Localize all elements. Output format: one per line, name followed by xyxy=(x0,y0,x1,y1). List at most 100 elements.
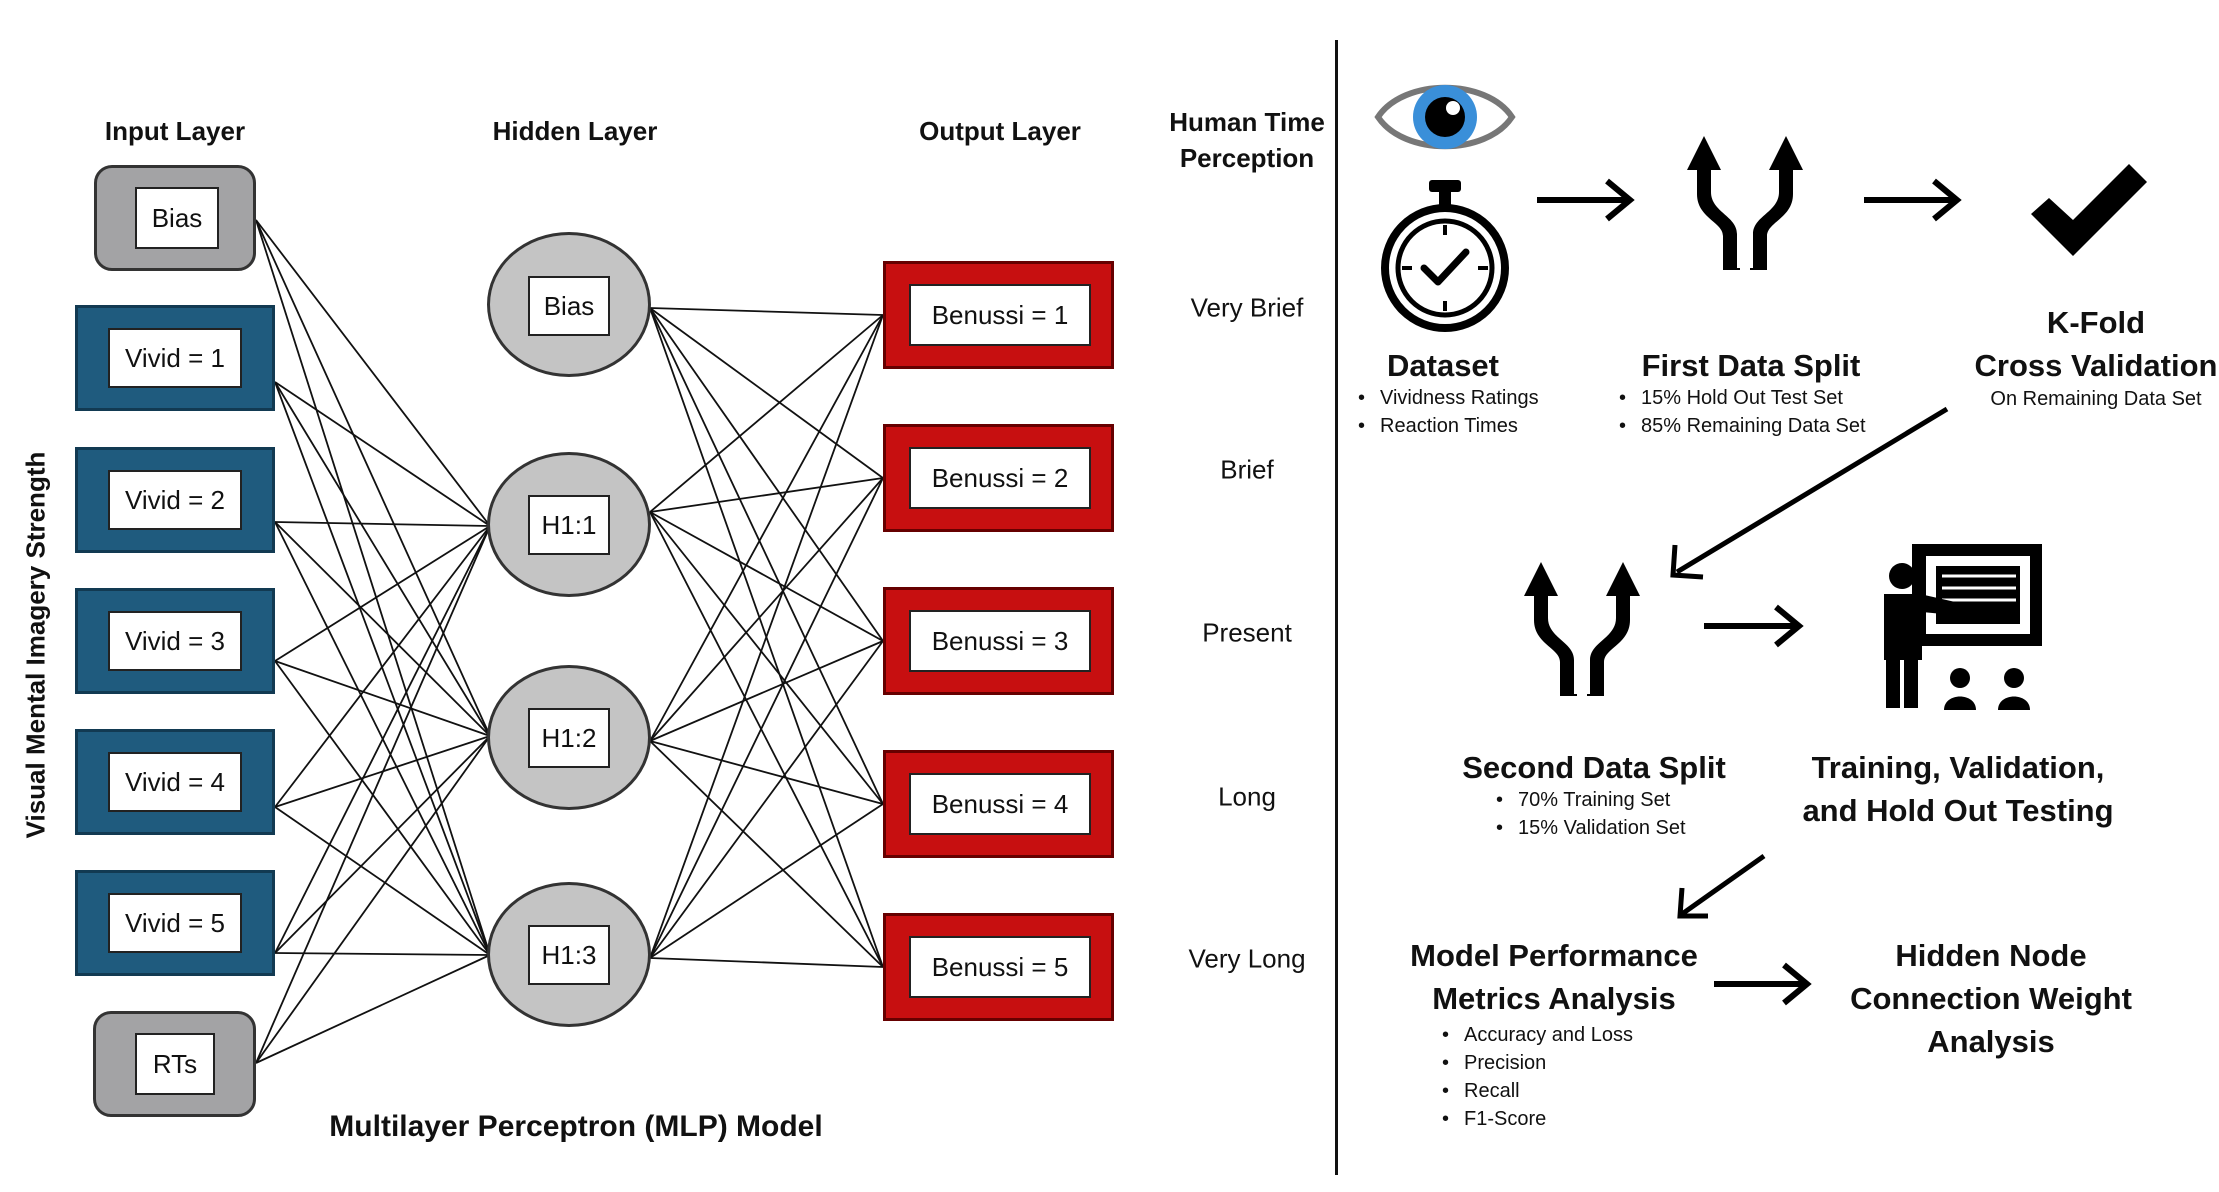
perception-header: Human Time Perception xyxy=(1169,107,1325,173)
connection-line xyxy=(274,525,491,808)
input-node-label: Vivid = 4 xyxy=(108,752,242,812)
input-node-vivid-4: Vivid = 4 xyxy=(75,729,275,835)
connection-line xyxy=(649,640,884,742)
perception-label-present: Present xyxy=(1202,617,1292,648)
input-node-bias: Bias xyxy=(94,165,256,271)
output-node-label: Benussi = 4 xyxy=(909,773,1091,835)
metrics-bullets: Accuracy and Loss Precision Recall F1-Sc… xyxy=(1440,1021,1633,1133)
hidden-analysis-line3: Analysis xyxy=(1927,1024,2055,1059)
connection-line xyxy=(274,525,491,662)
second-split-bullets: 70% Training Set 15% Validation Set xyxy=(1494,786,1686,842)
perception-label-long: Long xyxy=(1218,781,1276,812)
input-node-vivid-2: Vivid = 2 xyxy=(75,447,275,553)
connection-line xyxy=(274,521,491,527)
first-split-title: First Data Split xyxy=(1641,348,1861,383)
eye-icon xyxy=(1374,84,1516,150)
training-title-line2: and Hold Out Testing xyxy=(1802,793,2114,828)
training-title-line1: Training, Validation, xyxy=(1811,750,2105,785)
section-divider xyxy=(1335,40,1338,1175)
first-split-bullets: 15% Hold Out Test Set 85% Remaining Data… xyxy=(1617,384,1866,440)
dataset-bullets: Vividness Ratings Reaction Times xyxy=(1356,384,1539,440)
connection-line xyxy=(649,307,884,642)
connection-line xyxy=(649,307,884,805)
connection-line xyxy=(255,219,491,737)
first-split-bullet: 15% Hold Out Test Set xyxy=(1617,384,1866,412)
metrics-bullet: Recall xyxy=(1440,1077,1633,1105)
connection-line xyxy=(649,740,884,968)
presentation-icon xyxy=(1884,544,2042,710)
connection-line xyxy=(649,803,884,959)
metrics-bullet: F1-Score xyxy=(1440,1105,1633,1133)
connection-line xyxy=(649,640,884,959)
kfold-title-line2: Cross Validation xyxy=(1974,348,2218,383)
output-node-label: Benussi = 3 xyxy=(909,610,1091,672)
output-node-label: Benussi = 5 xyxy=(909,936,1091,998)
input-node-label: Vivid = 2 xyxy=(108,470,242,530)
hidden-node-label: H1:1 xyxy=(528,495,610,555)
output-node-2: Benussi = 2 xyxy=(883,424,1114,532)
input-node-label: RTs xyxy=(135,1033,215,1095)
stopwatch-icon xyxy=(1381,180,1509,332)
second-split-bullet: 15% Validation Set xyxy=(1494,814,1686,842)
output-node-5: Benussi = 5 xyxy=(883,913,1114,1021)
first-split-bullet: 85% Remaining Data Set xyxy=(1617,412,1866,440)
input-node-label: Vivid = 5 xyxy=(108,893,242,953)
connection-line xyxy=(274,952,491,956)
right-arrow-icon xyxy=(1537,178,1635,222)
connection-line xyxy=(255,525,491,1064)
hidden-node-h1-2: H1:2 xyxy=(487,665,651,810)
hidden-node-bias: Bias xyxy=(487,232,651,377)
input-node-vivid-3: Vivid = 3 xyxy=(75,588,275,694)
connection-line xyxy=(274,660,491,956)
output-node-label: Benussi = 1 xyxy=(909,284,1091,346)
perception-label-very-brief: Very Brief xyxy=(1190,292,1304,323)
output-node-3: Benussi = 3 xyxy=(883,587,1114,695)
connection-line xyxy=(649,314,884,959)
connection-line xyxy=(649,477,884,513)
connection-line xyxy=(649,477,884,959)
hidden-analysis-line1: Hidden Node xyxy=(1895,938,2087,973)
connection-line xyxy=(649,477,884,742)
hidden-node-h1-1: H1:1 xyxy=(487,452,651,597)
output-node-label: Benussi = 2 xyxy=(909,447,1091,509)
hidden-node-h1-3: H1:3 xyxy=(487,882,651,1027)
connection-line xyxy=(274,735,491,954)
output-node-4: Benussi = 4 xyxy=(883,750,1114,858)
output-node-1: Benussi = 1 xyxy=(883,261,1114,369)
hidden-node-label: H1:2 xyxy=(528,708,610,768)
input-node-vivid-1: Vivid = 1 xyxy=(75,305,275,411)
dataset-title: Dataset xyxy=(1387,348,1499,383)
perception-label-very-long: Very Long xyxy=(1188,943,1306,974)
input-node-label: Vivid = 1 xyxy=(108,328,242,388)
connection-line xyxy=(649,511,884,805)
metrics-title-line2: Metrics Analysis xyxy=(1432,981,1676,1016)
connection-line xyxy=(649,307,884,479)
connection-line xyxy=(255,954,491,1064)
right-arrow-icon xyxy=(1704,604,1804,648)
metrics-bullet: Accuracy and Loss xyxy=(1440,1021,1633,1049)
checkmark-icon xyxy=(2031,164,2147,256)
right-arrow-icon xyxy=(1714,962,1812,1006)
connection-line xyxy=(274,525,491,954)
connection-line xyxy=(255,219,491,956)
connection-line xyxy=(274,381,491,737)
perception-label-brief: Brief xyxy=(1220,454,1274,485)
kfold-title-line1: K-Fold xyxy=(2046,305,2146,340)
connection-line xyxy=(649,511,884,642)
input-node-rts: RTs xyxy=(93,1011,256,1117)
connection-line xyxy=(649,957,884,968)
connection-line xyxy=(649,740,884,805)
dataset-bullet: Reaction Times xyxy=(1356,412,1539,440)
input-layer-header: Input Layer xyxy=(104,116,246,146)
hidden-node-label: H1:3 xyxy=(528,925,610,985)
connection-line xyxy=(649,511,884,968)
output-layer-header: Output Layer xyxy=(919,116,1081,146)
connection-line xyxy=(274,381,491,527)
input-node-vivid-5: Vivid = 5 xyxy=(75,870,275,976)
split-arrow-icon xyxy=(1687,136,1803,270)
second-split-bullet: 70% Training Set xyxy=(1494,786,1686,814)
right-arrow-icon xyxy=(1864,178,1962,222)
metrics-title-line1: Model Performance xyxy=(1410,938,1698,973)
split-arrow-icon xyxy=(1524,562,1640,696)
